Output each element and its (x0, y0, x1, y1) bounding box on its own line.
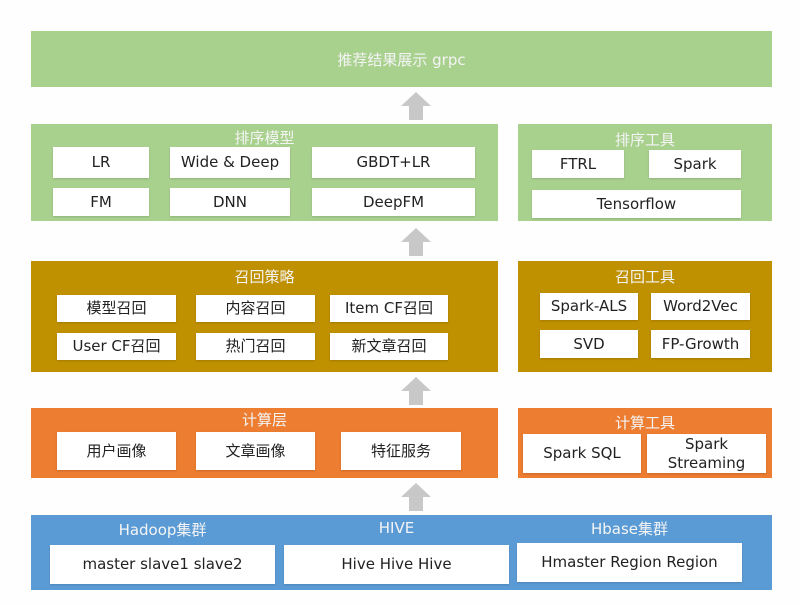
result-display-title: 推荐结果展示 grpc (337, 51, 466, 69)
compute-user-profile: 用户画像 (57, 432, 176, 470)
up-arrow-icon (401, 483, 431, 511)
up-arrow-icon (401, 92, 431, 120)
recall-new-article: 新文章召回 (330, 333, 448, 360)
hadoop-nodes: master slave1 slave2 (50, 545, 275, 584)
tool-spark-streaming: Spark Streaming (647, 434, 766, 473)
tool-word2vec: Word2Vec (651, 293, 750, 320)
storage-layer-panel: Hadoop集群 HIVE Hbase集群 master slave1 slav… (31, 515, 772, 590)
recall-content: 内容召回 (196, 295, 315, 322)
compute-layer-panel: 计算层 用户画像 文章画像 特征服务 (31, 408, 498, 478)
recall-hot: 热门召回 (196, 333, 315, 360)
tool-spark-sql: Spark SQL (523, 434, 641, 473)
hive-nodes: Hive Hive Hive (284, 545, 509, 584)
tool-spark: Spark (649, 150, 741, 178)
recall-user-cf: User CF召回 (57, 333, 176, 360)
hive-label: HIVE (378, 519, 415, 537)
ranking-tools-panel: 排序工具 FTRL Spark Tensorflow (518, 124, 772, 221)
tool-svd: SVD (540, 330, 638, 358)
model-dnn: DNN (170, 188, 290, 216)
compute-article-profile: 文章画像 (196, 432, 315, 470)
up-arrow-icon (401, 377, 431, 405)
ranking-tools-title: 排序工具 (614, 131, 675, 149)
model-wide-deep: Wide & Deep (170, 147, 290, 178)
tool-tensorflow: Tensorflow (532, 190, 741, 218)
compute-tools-title: 计算工具 (614, 414, 675, 432)
recall-item-cf: Item CF召回 (330, 295, 448, 322)
model-fm: FM (53, 188, 149, 216)
compute-layer-title: 计算层 (241, 411, 287, 429)
recall-model: 模型召回 (57, 295, 176, 322)
model-deepfm: DeepFM (312, 188, 475, 216)
compute-feature-service: 特征服务 (341, 432, 461, 470)
recall-strategy-title: 召回策略 (234, 268, 295, 286)
ranking-model-title: 排序模型 (234, 129, 295, 147)
recall-strategy-panel: 召回策略 模型召回 内容召回 Item CF召回 User CF召回 热门召回 … (31, 261, 498, 372)
result-display-layer: 推荐结果展示 grpc (31, 31, 772, 87)
compute-tools-panel: 计算工具 Spark SQL Spark Streaming (518, 408, 772, 478)
recall-tools-panel: 召回工具 Spark-ALS Word2Vec SVD FP-Growth (518, 261, 772, 372)
ranking-model-panel: 排序模型 LR Wide & Deep GBDT+LR FM DNN DeepF… (31, 124, 498, 221)
tool-fp-growth: FP-Growth (651, 330, 750, 358)
model-lr: LR (53, 147, 149, 178)
hbase-nodes: Hmaster Region Region (517, 543, 742, 582)
tool-ftrl: FTRL (532, 150, 624, 178)
hbase-cluster-label: Hbase集群 (590, 520, 669, 538)
recall-tools-title: 召回工具 (614, 268, 675, 286)
tool-spark-als: Spark-ALS (540, 293, 638, 320)
hadoop-cluster-label: Hadoop集群 (118, 521, 207, 539)
model-gbdt-lr: GBDT+LR (312, 147, 475, 178)
up-arrow-icon (401, 228, 431, 256)
